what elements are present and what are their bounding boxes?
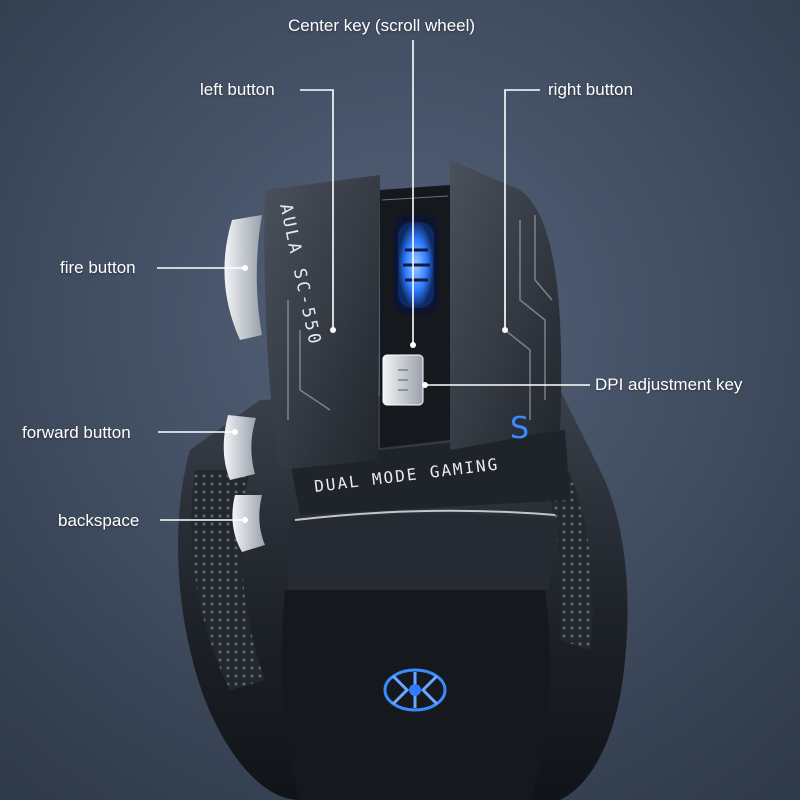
fire-button-label: fire button [60,258,136,277]
scroll-wheel[interactable] [393,215,439,315]
fire-button[interactable] [224,215,262,340]
forward-button-label: forward button [22,423,131,442]
backspace-label: backspace [58,511,140,530]
right-button-label: right button [548,80,634,99]
callout-dots [232,265,508,523]
backspace-button[interactable] [232,495,265,552]
center-key-label: Center key (scroll wheel) [288,16,476,35]
callout-lines [157,40,590,521]
forward-button[interactable] [223,415,256,480]
left-side-grip [191,470,265,690]
aula-spider-logo-icon [383,668,447,712]
left-button-label: left button [200,80,275,99]
left-button[interactable] [264,175,380,470]
mouse-body [178,390,628,800]
dpi-adjustment-key[interactable] [382,354,424,406]
mode-letter-print: S [510,411,529,446]
dpi-key-label: DPI adjustment key [595,375,743,394]
